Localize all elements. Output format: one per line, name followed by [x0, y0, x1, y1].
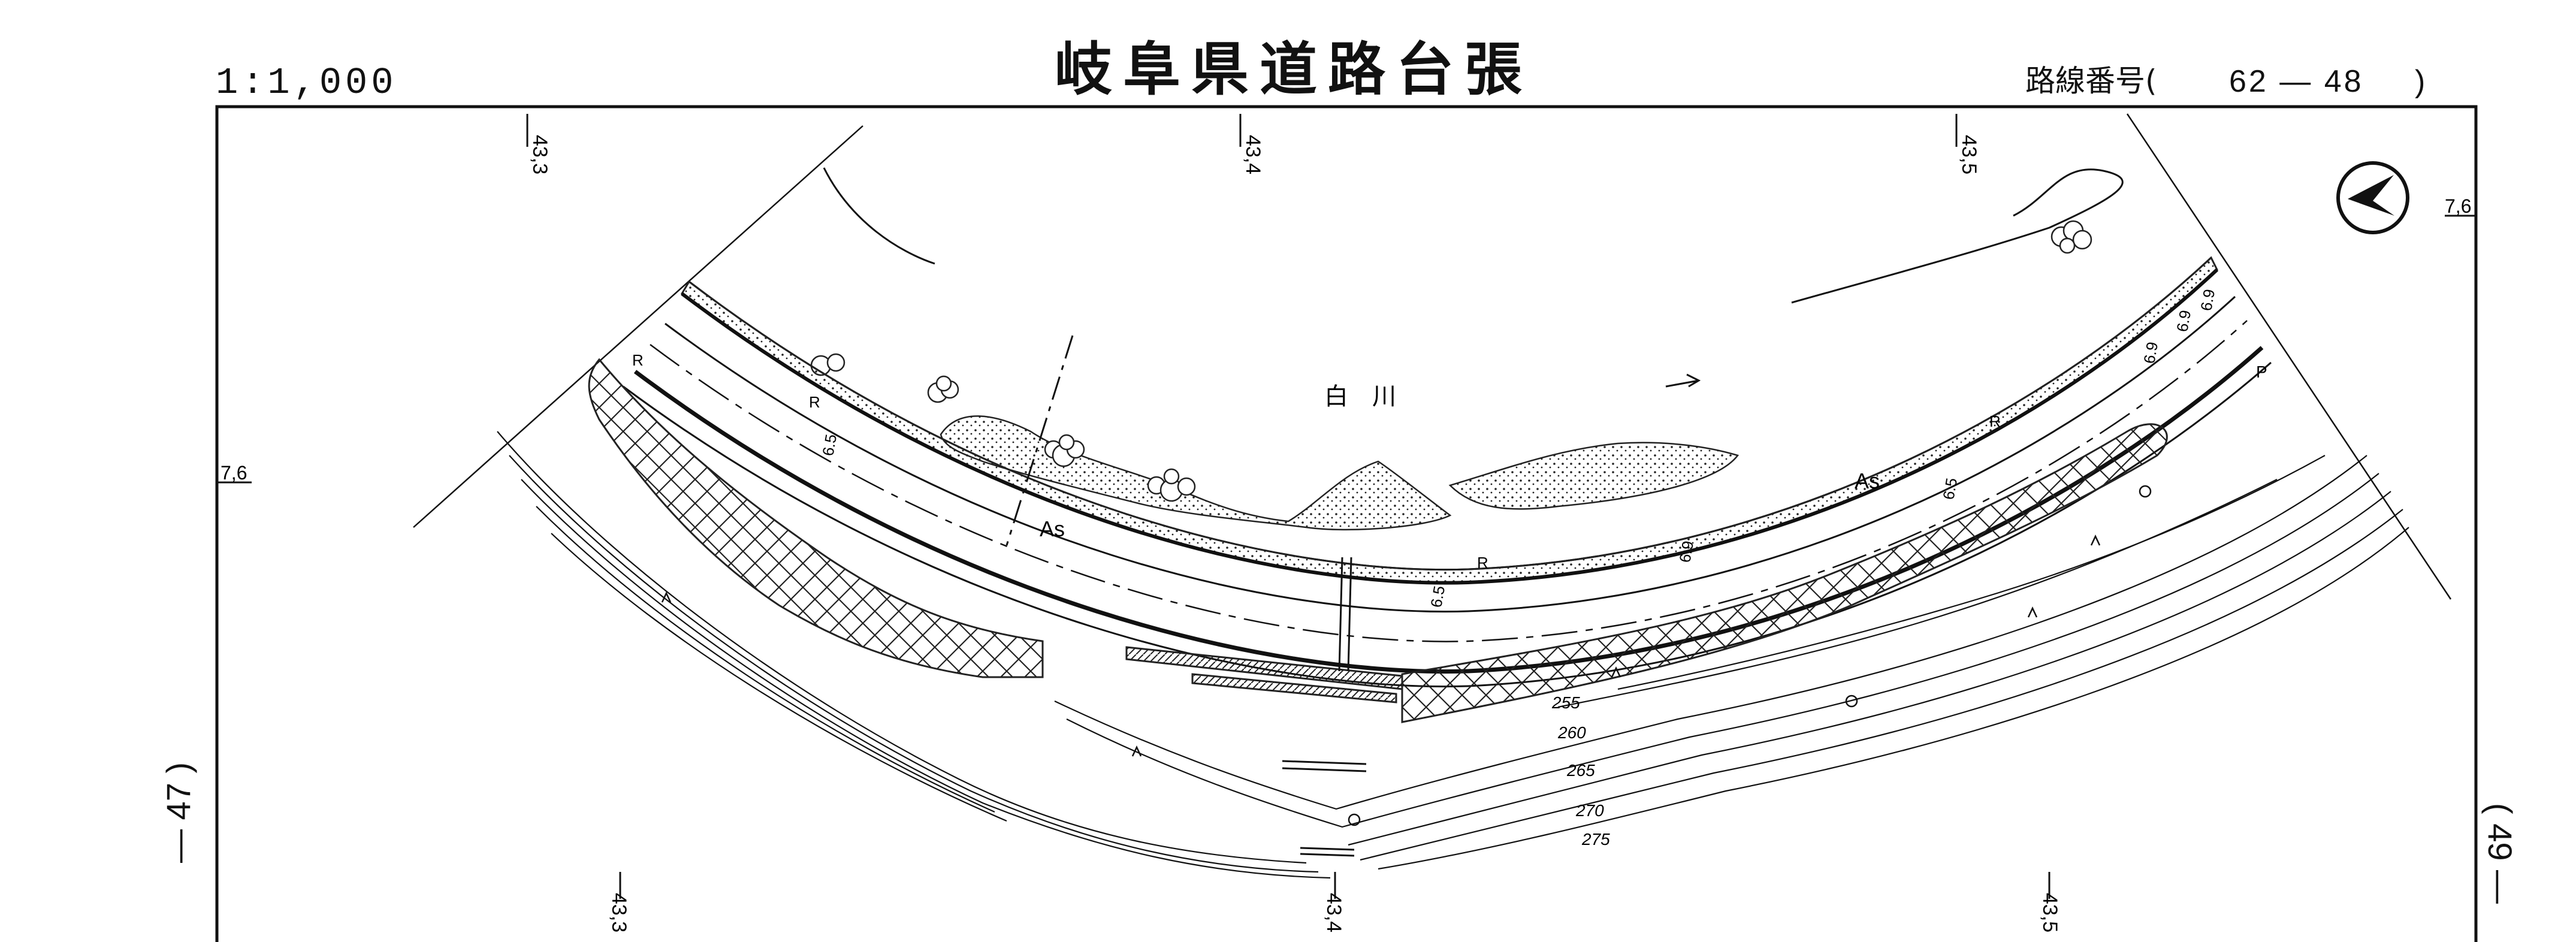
- chainage-bottom-1: 43,3: [608, 893, 630, 932]
- width-label-2: 6.5: [1427, 584, 1448, 609]
- map-scale: 1:1,000: [216, 62, 397, 104]
- bridge-marker: [1338, 557, 1352, 672]
- route-number: 62 — 48: [2229, 64, 2364, 99]
- curve-label-2: R: [1477, 554, 1488, 572]
- crossing-line: [1005, 335, 1074, 546]
- width-label-4: 6.9: [2140, 340, 2161, 365]
- retaining-wall-2: [1191, 673, 1397, 704]
- river-name: 白 川: [1324, 383, 1396, 410]
- edge-mark-left: 7,6: [221, 462, 247, 484]
- width-label-5: 6.9: [2173, 309, 2194, 333]
- page-title: 岐阜県道路台張: [1055, 36, 1533, 103]
- chainage-top-1: 43,3: [529, 135, 551, 174]
- sand-bar-right: [1448, 442, 1740, 510]
- width-label-1: 6.5: [819, 433, 840, 457]
- contour-label-260: 260: [1557, 723, 1586, 742]
- contour-label-255: 255: [1551, 693, 1580, 712]
- road-surface-label-2: As: [1855, 469, 1880, 493]
- curve-label-1: R: [809, 393, 820, 411]
- route-number-label: 路線番号(: [2025, 64, 2157, 98]
- contour-label-275: 275: [1581, 830, 1610, 849]
- contour-label-265: 265: [1566, 761, 1595, 780]
- chainage-bottom-2: 43,4: [1322, 893, 1345, 932]
- contour-lines: [497, 431, 2409, 879]
- width-label-7: 6.5: [1939, 476, 1961, 501]
- river-bank-upper: [823, 167, 935, 265]
- sheet-edge-right: [2126, 113, 2452, 600]
- width-label-3: 6.9: [1675, 539, 1697, 564]
- vegetation-symbols: [661, 485, 2152, 826]
- culvert-mark-1: [1282, 760, 1367, 772]
- map-frame: [215, 105, 2478, 942]
- sand-bar-left: [940, 415, 1452, 531]
- river-bank-right: [1791, 168, 2124, 304]
- curve-label-4: R: [632, 351, 644, 369]
- parking-mark: P: [2256, 363, 2267, 381]
- tree-icons: [810, 220, 2092, 502]
- route-number-close: ): [2415, 64, 2426, 99]
- curve-label-3: R: [1989, 412, 2001, 430]
- chainage-top-3: 43,5: [1958, 135, 1980, 174]
- road-surface-label-1: As: [1040, 517, 1065, 541]
- width-label-6: 6.9: [2197, 288, 2218, 312]
- slope-left: [588, 358, 1044, 678]
- chainage-ticks: [217, 114, 2476, 899]
- chainage-bottom-3: 43,5: [2039, 893, 2061, 932]
- sheet-edge-left: [413, 125, 863, 528]
- culvert-mark-2: [1300, 847, 1355, 857]
- contour-label-270: 270: [1575, 801, 1604, 820]
- edge-mark-right: 7,6: [2445, 195, 2471, 217]
- north-arrow-icon: [2336, 161, 2409, 234]
- slope-right: [1401, 423, 2168, 723]
- chainage-top-2: 43,4: [1242, 135, 1264, 174]
- retaining-wall: [1125, 646, 1403, 690]
- river-flow-arrow-icon: [1665, 373, 1701, 388]
